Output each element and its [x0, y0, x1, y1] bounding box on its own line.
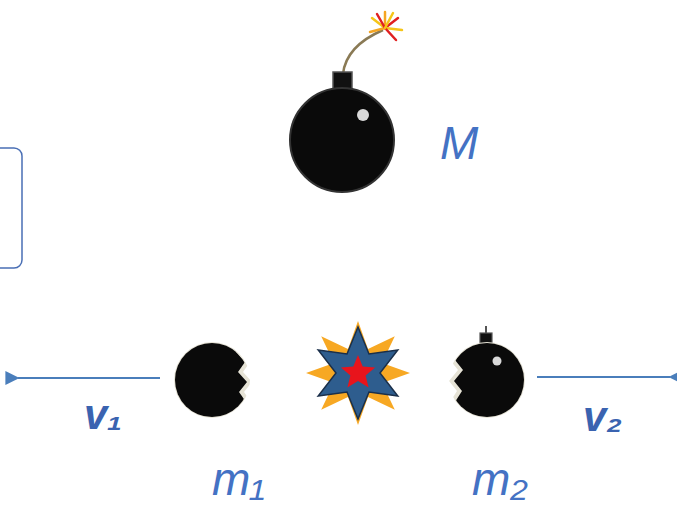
side-panel — [0, 148, 22, 268]
mass-label: m₂ — [472, 456, 528, 502]
velocity-arrow — [18, 377, 160, 379]
bomb — [290, 12, 402, 192]
mass-label: m₁ — [212, 456, 265, 502]
velocity-label: v₁ — [84, 394, 122, 436]
mass-label: M — [440, 120, 478, 166]
velocity-arrow — [537, 376, 670, 378]
bomb-fragment — [174, 342, 250, 418]
velocity-label: v₂ — [583, 396, 622, 438]
explosion-star — [306, 321, 410, 425]
bomb-fragment — [449, 326, 525, 418]
